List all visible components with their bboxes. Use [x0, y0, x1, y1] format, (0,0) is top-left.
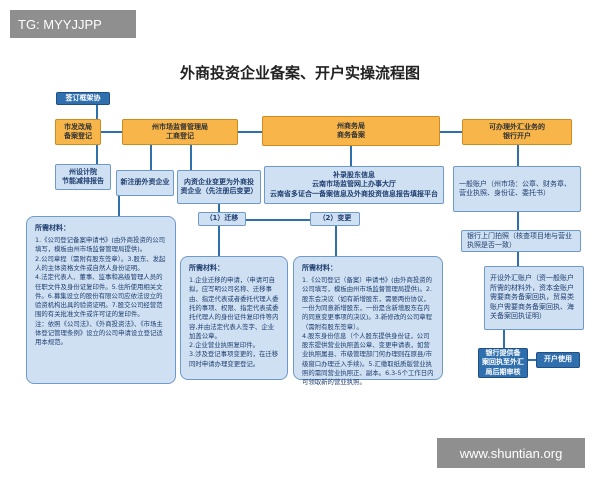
- site-watermark: www.shuntian.org: [437, 438, 585, 468]
- connector-line: [190, 144, 192, 170]
- state-commerce-box: 州商务局 商务备案: [262, 116, 440, 146]
- connector-line: [150, 144, 152, 170]
- materials-panel-right: 所需材料： 1.《公司登记（备案）申请书》(由外商投资的公司填写，模板由州市场监…: [293, 256, 443, 386]
- supplement-info-box: 补录股东信息 云南市场监管网上办事大厅 云南省多证合一备案信息及外商投资信息报告…: [264, 166, 444, 204]
- open-use-label: 开户使用: [544, 355, 572, 364]
- city-commerce-label: 市发改局 备案登记: [64, 122, 92, 140]
- open-fx-box: 可办理外汇业务的 银行开户: [462, 119, 572, 145]
- connector-line: [528, 359, 536, 361]
- general-account-label: 一般账户（州市场：公章、财务章、营业执照、身份证、委托书）: [459, 179, 571, 197]
- materials-panel-middle-line: 2.企业营业执照复印件。: [189, 341, 260, 350]
- materials-panel-right-line: 4.股东身份信息（个人股东提供身份证，公司股东提供营业执照盖公章、变更申请表，如…: [302, 331, 434, 387]
- new-register-box: 新注册外资企业: [116, 170, 174, 196]
- sign-agreement-box: 签订框架协: [56, 92, 110, 105]
- materials-panel-left-heading: 所需材料：: [35, 224, 70, 232]
- open-fx-label-2: 银行开户: [503, 132, 531, 140]
- bank-fx-review-label-3: 局后期审核: [485, 367, 521, 376]
- connector-line: [440, 131, 462, 133]
- market-bureau-box: 州市场监督管理局 工商登记: [122, 119, 238, 145]
- materials-panel-middle-heading: 所需材料：: [189, 264, 224, 272]
- supplement-info-label-2: 云南市场监管网上办事大厅: [312, 180, 396, 189]
- connector-line: [517, 144, 519, 166]
- bank-visit-box: 银行上门拍照（核查项目地与营业执照是否一致）: [461, 230, 581, 252]
- fx-account-box: 开设外汇账户（资一般账户所需的材料外，资本金账户需要商务备案回执，贸易类账户需要…: [484, 266, 584, 330]
- connector-line: [238, 131, 262, 133]
- materials-panel-left-line: 注：依照《公司法》、《外商投资法》、《市场主体登记管理条例》设立的公司申请设立登…: [35, 319, 163, 347]
- sign-agreement-label: 签订框架协: [65, 93, 101, 102]
- open-fx-label-1: 可办理外汇业务的: [489, 122, 545, 131]
- materials-panel-middle-line: 1.企业迁移的申请，（申请可自拟，应写明公司名称、迁移事由、指定代表或者委托代理…: [189, 276, 279, 340]
- watermark-label: TG: MYYJJPP: [10, 10, 136, 38]
- move-label-box: （1）迁移: [198, 212, 246, 226]
- move-label: （1）迁移: [205, 214, 239, 223]
- materials-panel-right-line: 1.《公司登记（备案）申请书》(由外商投资的公司填写，模板由州市场监督管理局提供…: [302, 276, 433, 331]
- connector-line: [98, 131, 122, 133]
- market-bureau-label-1: 州市场监督管理局: [152, 122, 208, 131]
- connector-line: [503, 330, 505, 348]
- materials-panel-right-heading: 所需材料：: [302, 264, 337, 272]
- connector-line: [96, 104, 98, 119]
- materials-panel-left-line: 1.《公司登记备案申请书》(由外商投资的公司填写，模板由州市场监督管理局提供)。: [35, 236, 166, 254]
- supplement-info-label-3: 云南省多证合一备案信息及外商投资信息报告填报平台: [270, 189, 438, 198]
- state-design-box: 州设计院 节能减排报告: [55, 164, 111, 190]
- fx-account-label: 开设外汇账户（资一般账户所需的材料外，资本金账户需要商务备案回执，贸易类账户需要…: [490, 274, 574, 321]
- city-commerce-box: 市发改局 备案登记: [55, 119, 101, 145]
- state-commerce-label-2: 商务备案: [337, 131, 365, 139]
- domestic-change-box: 内资企业变更为外商投 资企业（先注册后变更）: [177, 170, 261, 204]
- state-design-label-1: 州设计院: [69, 167, 97, 176]
- change-label: （2）变更: [318, 214, 352, 223]
- bank-fx-review-label-2: 案回执至外汇: [482, 358, 524, 367]
- materials-panel-left: 所需材料： 1.《公司登记备案申请书》(由外商投资的公司填写，模板由州市场监督管…: [26, 216, 176, 384]
- open-use-box: 开户使用: [536, 352, 580, 368]
- materials-panel-left-line: 4.法定代表人、董事、监事和高级管理人员的任职文件及身份证复印件。5.住所使用相…: [35, 273, 163, 319]
- bank-fx-review-box: 银行提供备 案回执至外汇 局后期审核: [478, 348, 528, 378]
- connector-line: [350, 144, 352, 166]
- connector-line: [517, 212, 519, 230]
- state-design-label-2: 节能减排报告: [62, 177, 104, 185]
- materials-panel-middle-line: 3.涉及登记事项变更的，在迁移同时申请办理变更登记。: [189, 350, 279, 368]
- supplement-info-label-1: 补录股东信息: [333, 170, 375, 179]
- connector-line: [218, 204, 220, 216]
- general-account-box: 一般账户（州市场：公章、财务章、营业执照、身份证、委托书）: [453, 166, 581, 212]
- connector-line: [118, 196, 120, 216]
- connector-line: [218, 226, 220, 256]
- materials-panel-left-line: 2.公司章程（需附有股东签章）。3.股东、发起人的主体资格文件或自然人身份证明。: [35, 254, 166, 272]
- connector-line: [96, 144, 98, 164]
- bank-fx-review-label-1: 银行提供备: [485, 348, 521, 357]
- connector-line: [230, 219, 310, 221]
- bank-visit-label: 银行上门拍照（核查项目地与营业执照是否一致）: [467, 231, 572, 249]
- change-label-box: （2）变更: [310, 212, 360, 226]
- market-bureau-label-2: 工商登记: [166, 132, 194, 140]
- domestic-change-label-1: 内资企业变更为外商投: [184, 177, 254, 186]
- connector-line: [335, 226, 337, 256]
- materials-panel-middle: 所需材料： 1.企业迁移的申请，（申请可自拟，应写明公司名称、迁移事由、指定代表…: [180, 256, 288, 380]
- page-title: 外商投资企业备案、开户实操流程图: [179, 64, 420, 82]
- connector-line: [517, 252, 519, 266]
- new-register-label: 新注册外资企业: [120, 178, 170, 187]
- domestic-change-label-2: 资企业（先注册后变更）: [180, 187, 258, 195]
- state-commerce-label-1: 州商务局: [337, 121, 365, 130]
